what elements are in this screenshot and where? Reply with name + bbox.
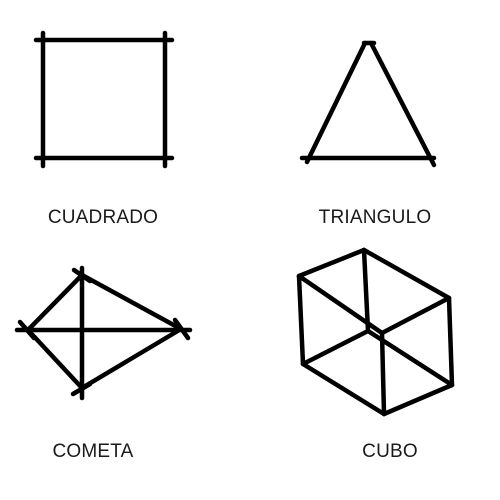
kite-icon bbox=[14, 265, 193, 401]
label-square: CUADRADO bbox=[47, 207, 159, 228]
square-icon bbox=[33, 30, 175, 169]
label-cube: CUBO bbox=[362, 441, 418, 462]
cube-icon bbox=[296, 247, 455, 417]
triangle-icon bbox=[299, 40, 437, 168]
label-kite: COMETA bbox=[52, 441, 134, 462]
label-triangle: TRIANGULO bbox=[318, 207, 432, 228]
